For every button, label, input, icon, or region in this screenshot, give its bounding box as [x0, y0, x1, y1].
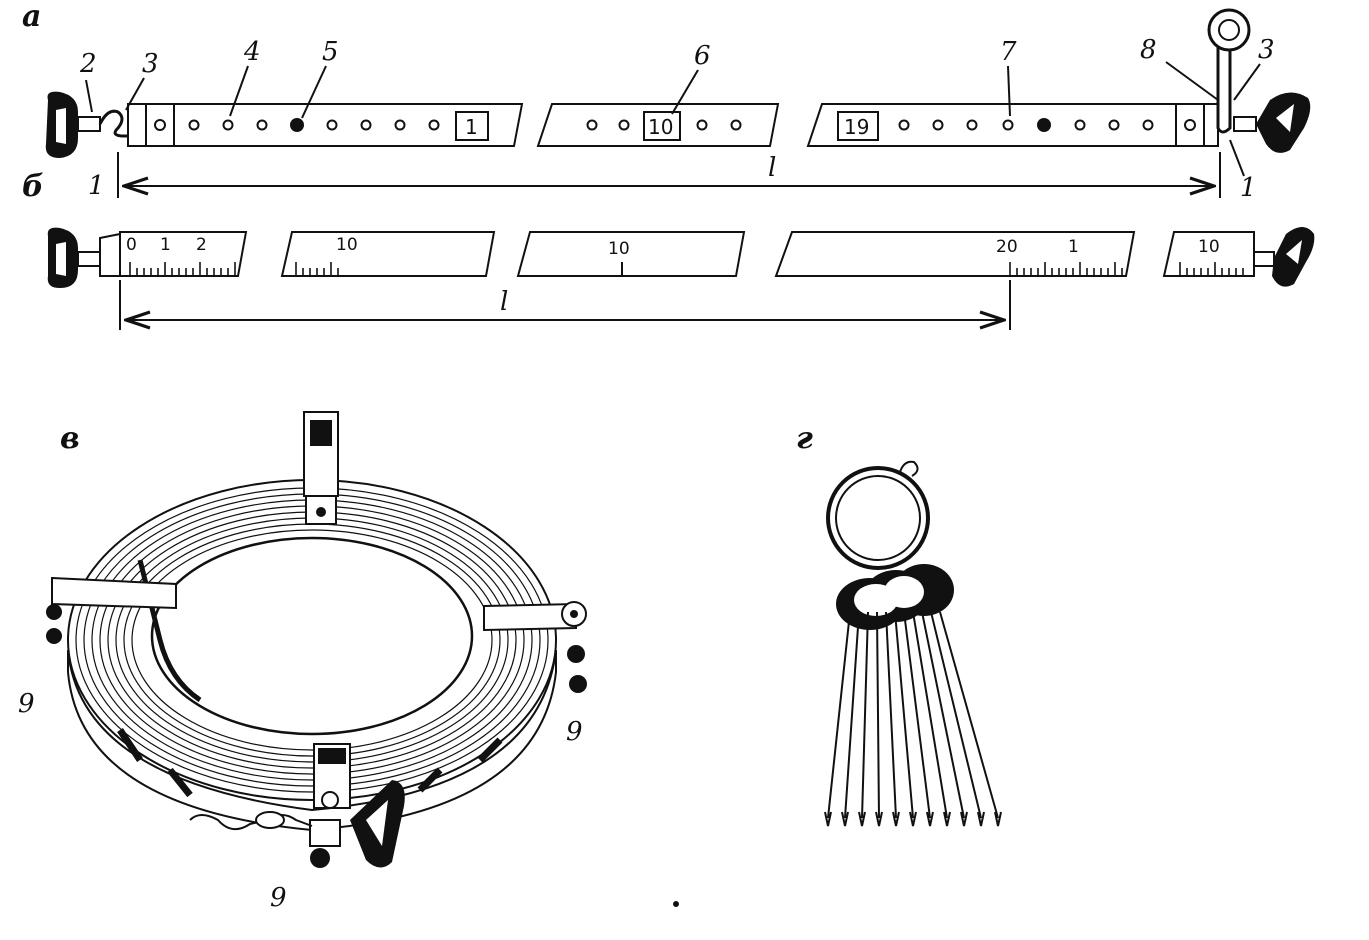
callout-5: 5 — [322, 37, 339, 67]
callout-1-left: 1 — [88, 171, 105, 201]
tape-b-segment-5 — [1162, 231, 1255, 277]
tape-b-seg3-label: 10 — [608, 239, 630, 259]
pin — [903, 611, 934, 827]
tape-b-label-2: 2 — [196, 235, 207, 255]
pin — [930, 611, 985, 827]
pin — [912, 611, 951, 827]
tape-a-segment-1 — [127, 103, 524, 147]
callout-3-left: 3 — [142, 49, 159, 79]
panel-b-label: б — [22, 169, 44, 204]
pin — [841, 611, 860, 827]
panel-a-label: а — [22, 0, 41, 34]
tape-coil — [67, 479, 557, 832]
panel-b-graduated-tape: б 0 1 2 10 10 20 1 10 — [22, 169, 1315, 330]
pin — [824, 611, 851, 827]
callout-1-right: 1 — [1240, 173, 1257, 203]
pin — [939, 611, 1002, 827]
plate-10-number: 10 — [648, 115, 673, 139]
clamp-bottom — [189, 743, 405, 868]
tape-b-label-20: 20 — [996, 237, 1018, 257]
carrying-ring — [826, 460, 930, 570]
tape-b-label-0: 0 — [126, 235, 137, 255]
pin-heads — [836, 564, 954, 630]
plate-1-number: 1 — [465, 115, 478, 139]
plate-10 — [643, 111, 681, 141]
clamp-right — [483, 601, 587, 693]
callout-6: 6 — [694, 41, 711, 71]
length-l-b: l — [500, 287, 508, 317]
tape-b-segment-3 — [516, 231, 746, 277]
tape-b-seg2-label: 10 — [336, 235, 358, 255]
callout-9-right: 9 — [566, 717, 583, 747]
hook-pin — [1207, 8, 1251, 134]
callout-8: 8 — [1140, 35, 1157, 65]
pin — [894, 611, 917, 827]
length-l-a: l — [768, 153, 776, 183]
tape-b-segment-1 — [119, 231, 248, 277]
callout-7: 7 — [1000, 37, 1017, 67]
arrow-pins — [824, 611, 1002, 827]
marker-dot-5 — [290, 118, 304, 132]
callout-3-right: 3 — [1258, 35, 1275, 65]
callout-9-left: 9 — [18, 689, 35, 719]
tape-b-end-label: 10 — [1198, 237, 1220, 257]
plate-19-number: 19 — [844, 115, 869, 139]
clamp-top — [303, 411, 339, 525]
pin — [885, 611, 900, 827]
callout-9-bottom: 9 — [270, 883, 287, 913]
s-hook-left — [98, 109, 134, 138]
plate-1 — [455, 111, 489, 141]
stray-dot — [673, 901, 679, 907]
plate-19 — [837, 111, 879, 141]
callout-2: 2 — [79, 49, 97, 79]
clamp-left — [46, 576, 177, 644]
pin — [858, 611, 869, 827]
panel-g-pin-set: г — [796, 421, 1002, 827]
pin — [875, 611, 883, 827]
panel-v-label: в — [60, 421, 80, 456]
tape-b-segment-2 — [280, 231, 496, 277]
tape-b-label-1: 1 — [160, 235, 171, 255]
pin — [921, 611, 968, 827]
callout-4: 4 — [243, 37, 261, 67]
panel-v-tape-coil: в — [18, 411, 587, 913]
panel-a-steel-tape: а 1 10 19 — [22, 0, 1311, 203]
tape-b-label-1-right: 1 — [1068, 237, 1079, 257]
panel-g-label: г — [796, 421, 813, 456]
